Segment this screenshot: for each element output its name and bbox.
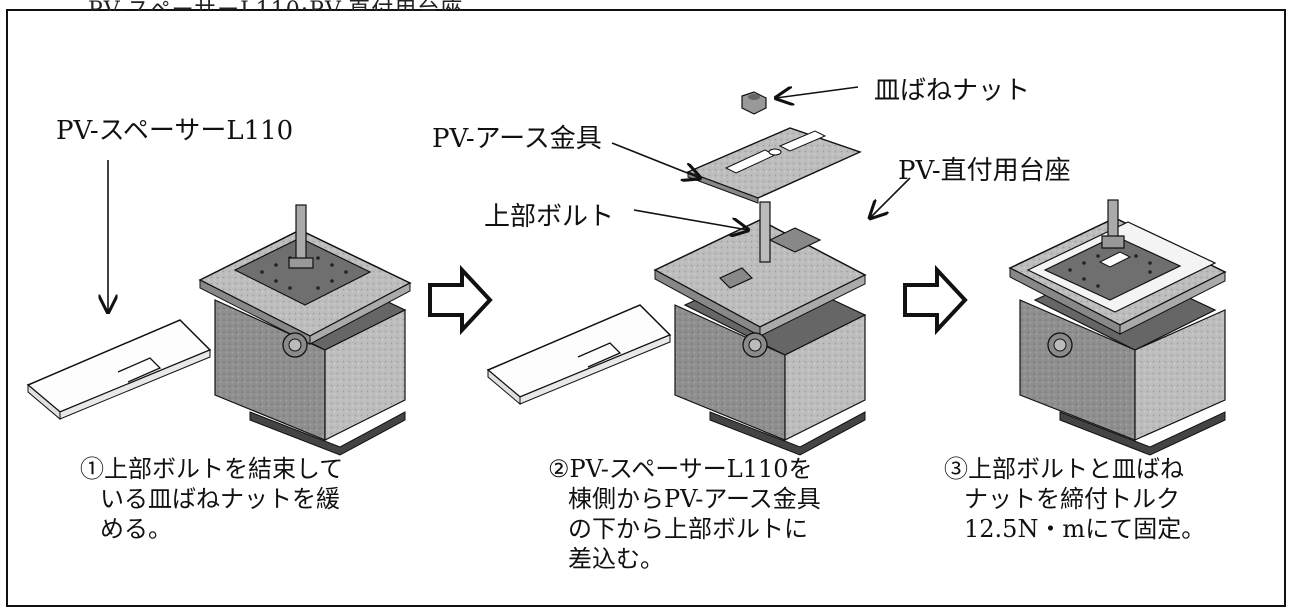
label-mount-base: PV-直付用台座 (898, 156, 1071, 186)
mount-base-2 (653, 201, 867, 456)
step-1-line: ①上部ボルトを結束して (80, 455, 344, 483)
spacer-plate-1 (26, 319, 212, 421)
mount-base-1 (198, 204, 412, 456)
earth-fitting-plate (686, 127, 862, 204)
step-arrow-2 (903, 264, 968, 336)
label-upper-bolt: 上部ボルト (484, 202, 615, 232)
spring-nut (741, 91, 767, 115)
assembly-2 (486, 91, 867, 456)
label-spring-nut: 皿ばねナット (874, 76, 1031, 106)
step-3-line: ナットを締付トルク (964, 485, 1180, 513)
step-arrow-1 (428, 264, 493, 336)
step-3-line: ③上部ボルトと皿ばね (944, 455, 1184, 483)
assembly-3 (1008, 199, 1227, 456)
step-1-line: める。 (100, 515, 172, 543)
spacer-plate-2 (486, 304, 672, 406)
step-2-line: の下から上部ボルトに (568, 515, 808, 543)
step-2-line: 差込む。 (568, 545, 664, 573)
mount-base-3 (1008, 199, 1227, 456)
step-2-line: 棟側からPV-アース金具 (568, 485, 821, 513)
step-3-line: 12.5N・mにて固定。 (964, 515, 1206, 543)
label-earth-fitting: PV-アース金具 (432, 124, 602, 154)
label-spacer: PV-スペーサーL110 (56, 116, 294, 146)
step-3-caption: ③上部ボルトと皿ばね ナットを締付トルク 12.5N・mにて固定。 (944, 454, 1205, 544)
step-1-caption: ①上部ボルトを結束して いる皿ばねナットを緩 める。 (80, 454, 343, 544)
cut-title: PV-スペーサーL110:PV-直付用台座 (88, 0, 463, 11)
step-2-caption: ②PV-スペーサーL110を 棟側からPV-アース金具 の下から上部ボルトに 差… (548, 454, 821, 574)
assembly-1 (26, 204, 412, 456)
step-1-line: いる皿ばねナットを緩 (100, 485, 340, 513)
leader-lines (108, 87, 911, 312)
diagram-frame: PV-スペーサーL110:PV-直付用台座 (6, 0, 1286, 607)
step-2-line: ②PV-スペーサーL110を (548, 455, 813, 483)
